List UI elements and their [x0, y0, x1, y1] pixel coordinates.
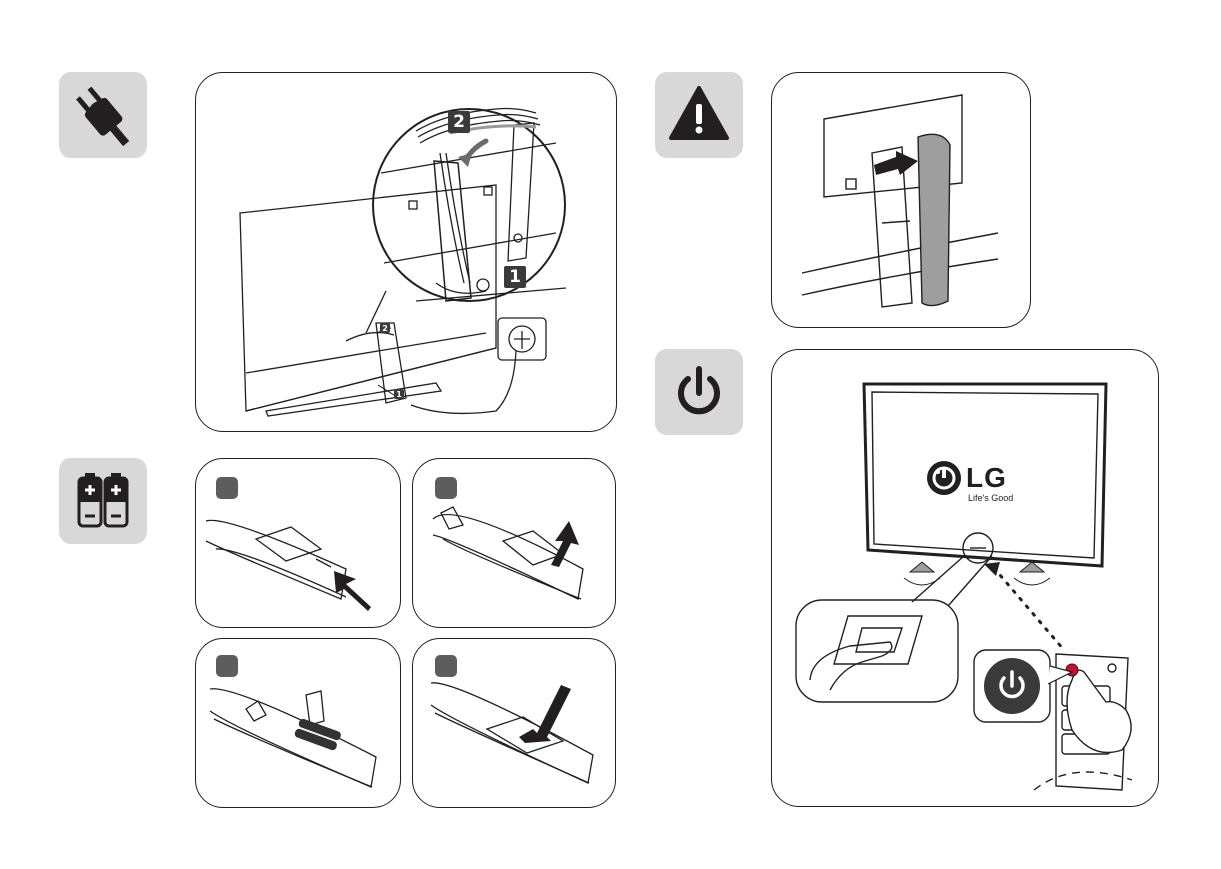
stand-cover-panel — [771, 72, 1031, 328]
remote-slide-cover-illustration — [413, 459, 616, 628]
power-plug-icon — [59, 72, 147, 158]
battery-step-2-panel — [412, 458, 616, 628]
power-on-panel: LG Life's Good — [771, 349, 1159, 807]
battery-tile — [59, 458, 147, 544]
lg-wordmark: LG — [966, 462, 1007, 494]
small-callout-number-2: 2 — [380, 323, 390, 333]
battery-step-1-panel — [195, 458, 401, 628]
callout-number-2: 2 — [448, 111, 470, 133]
remote-close-cover-illustration — [413, 639, 616, 808]
battery-step-4-panel — [412, 638, 616, 808]
cable-management-illustration — [196, 73, 617, 432]
small-callout-number-1: 1 — [394, 389, 404, 399]
remote-open-cover-illustration — [196, 459, 401, 628]
cable-management-panel: 2 1 2 1 — [195, 72, 617, 432]
warning-icon — [655, 72, 743, 158]
battery-step-3-panel — [195, 638, 401, 808]
callout-number-1: 1 — [504, 266, 526, 288]
tv-power-illustration — [772, 350, 1159, 807]
power-icon — [655, 349, 743, 435]
lg-tagline: Life's Good — [968, 493, 1013, 503]
warning-tile — [655, 72, 743, 158]
power-plug-tile — [59, 72, 147, 158]
power-tile — [655, 349, 743, 435]
stand-cover-illustration — [772, 73, 1031, 328]
remote-insert-batteries-illustration — [196, 639, 401, 808]
battery-icon — [59, 458, 147, 544]
